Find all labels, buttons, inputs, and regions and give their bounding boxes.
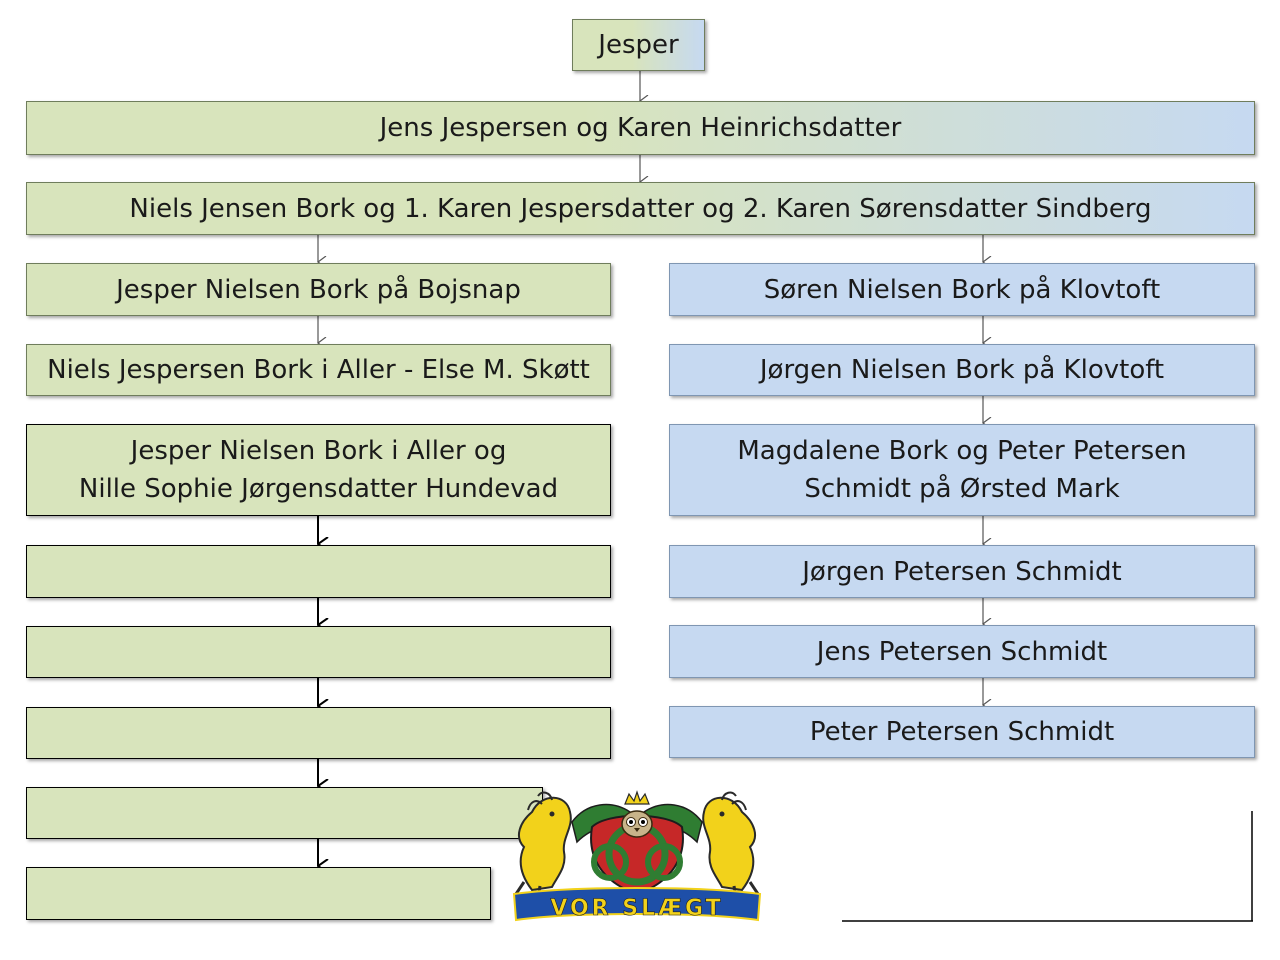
banner-ribbon — [512, 887, 762, 922]
box-label: Niels Jensen Bork og 1. Karen Jespersdat… — [129, 193, 1152, 224]
person-box-right-6: Peter Petersen Schmidt — [669, 706, 1255, 758]
box-label: Jens Jespersen og Karen Heinrichsdatter — [379, 113, 902, 143]
person-box-right-1: Søren Nielsen Bork på Klovtoft — [669, 263, 1255, 316]
left-lion-icon — [514, 791, 572, 899]
person-box-right-3: Magdalene Bork og Peter Petersen Schmidt… — [669, 424, 1255, 516]
person-box-left-7 — [26, 787, 543, 839]
person-box-right-4: Jørgen Petersen Schmidt — [669, 545, 1255, 598]
box-label: Søren Nielsen Bork på Klovtoft — [763, 274, 1161, 305]
person-box-gen1: Jens Jespersen og Karen Heinrichsdatter — [26, 101, 1255, 155]
box-label: Niels Jespersen Bork i Aller - Else M. S… — [47, 355, 590, 385]
corner-bracket — [842, 811, 1253, 922]
box-label: Jesper — [598, 30, 679, 60]
box-label: Jesper Nielsen Bork på Bojsnap — [116, 274, 521, 305]
box-label: Jørgen Nielsen Bork på Klovtoft — [759, 355, 1165, 385]
person-box-right-5: Jens Petersen Schmidt — [669, 625, 1255, 678]
right-lion-icon — [702, 791, 760, 899]
box-label-line-1: Magdalene Bork og Peter Petersen — [737, 436, 1187, 466]
owl-icon — [621, 810, 653, 838]
person-box-left-8 — [26, 867, 491, 920]
person-box-left-2: Niels Jespersen Bork i Aller - Else M. S… — [26, 344, 611, 396]
person-box-gen2: Niels Jensen Bork og 1. Karen Jespersdat… — [26, 182, 1255, 235]
box-label: Peter Petersen Schmidt — [809, 717, 1115, 747]
box-label: Jens Petersen Schmidt — [816, 636, 1108, 667]
person-box-right-2: Jørgen Nielsen Bork på Klovtoft — [669, 344, 1255, 396]
box-label: Jørgen Petersen Schmidt — [802, 556, 1122, 587]
box-label-line-1: Jesper Nielsen Bork i Aller og — [130, 436, 507, 466]
person-box-left-4 — [26, 545, 611, 598]
box-label-line-2: Schmidt på Ørsted Mark — [804, 474, 1120, 504]
crown-icon — [624, 790, 650, 805]
person-box-left-5 — [26, 626, 611, 678]
vor-slaegt-crest-logo: VOR SLÆGT — [512, 790, 762, 922]
box-label-line-2: Nille Sophie Jørgensdatter Hundevad — [78, 474, 559, 504]
person-box-left-1: Jesper Nielsen Bork på Bojsnap — [26, 263, 611, 316]
person-box-left-3: Jesper Nielsen Bork i Aller og Nille Sop… — [26, 424, 611, 516]
banner-text: VOR SLÆGT — [550, 896, 723, 921]
person-box-root: Jesper — [572, 19, 705, 71]
person-box-left-6 — [26, 707, 611, 759]
